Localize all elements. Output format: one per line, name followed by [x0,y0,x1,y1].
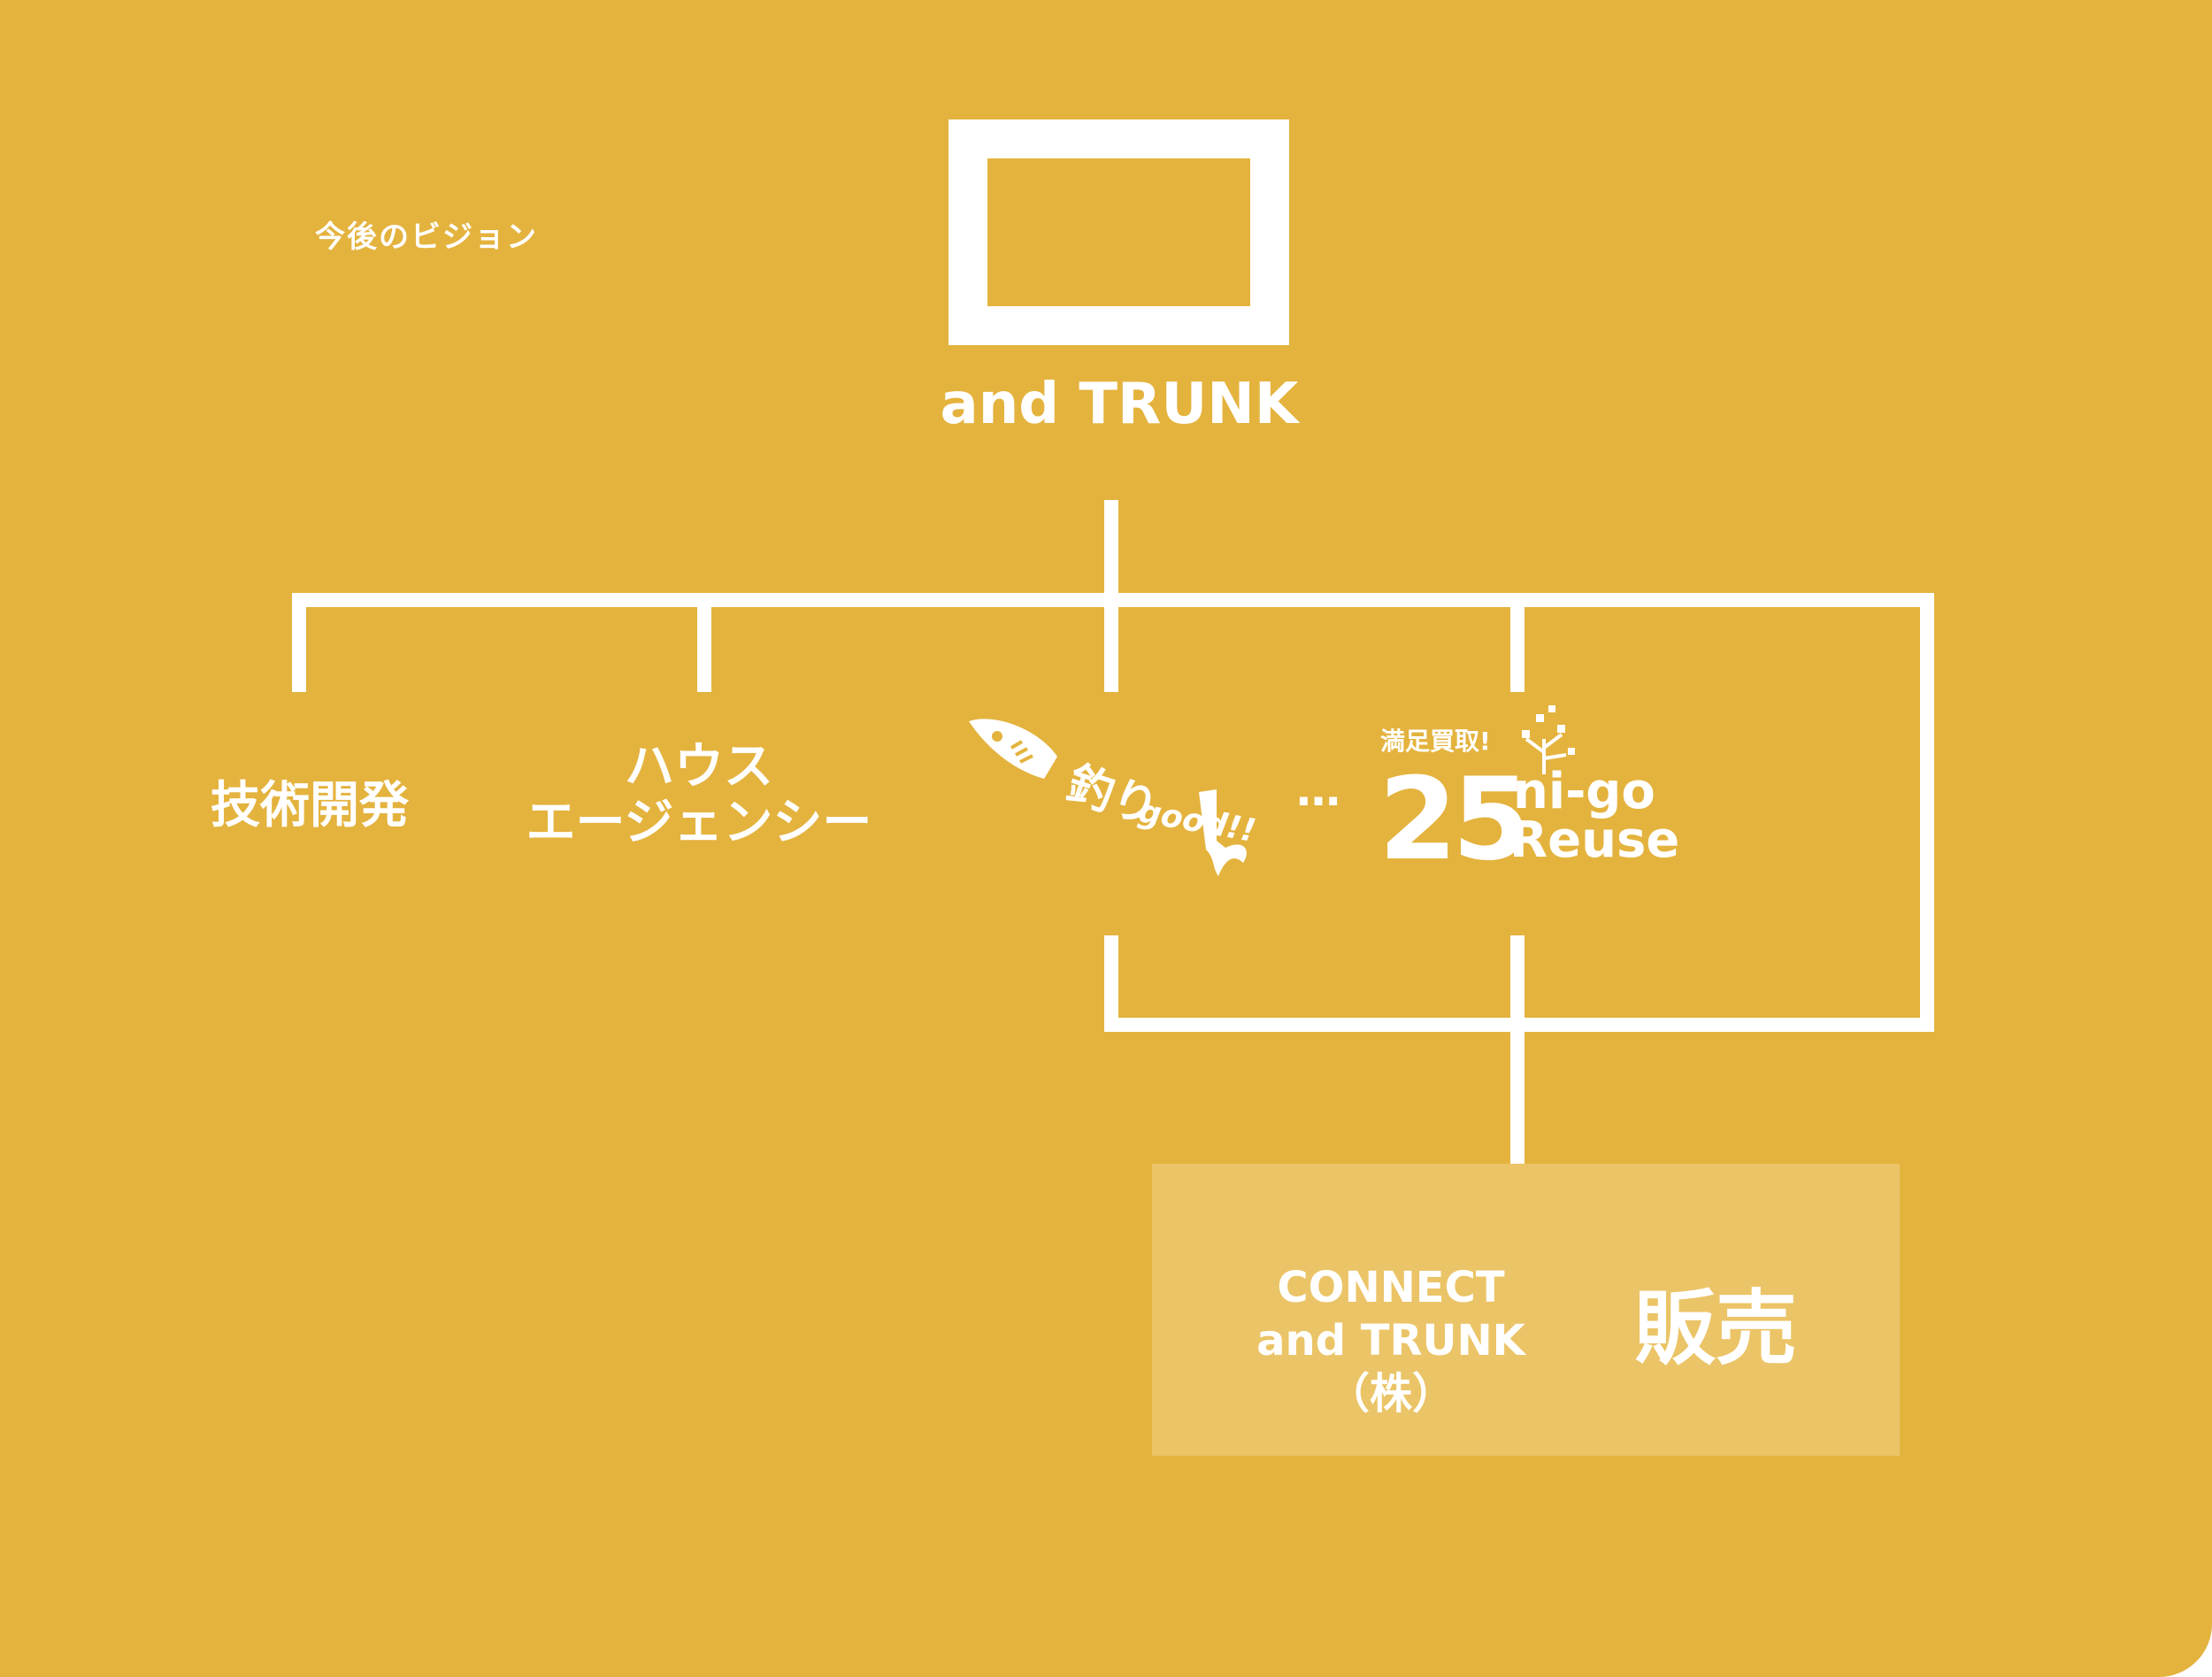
house-agency-label: ハウス エージェンシー [495,738,902,851]
fish-head-icon [969,719,1057,779]
rise-tsuri [1104,935,1118,1032]
nigo-number: 25 [1380,754,1525,881]
trunk-connector [1104,500,1118,597]
subsidiary-role: 販売 [1634,1281,1798,1376]
tech-development-label: 技術開発 [211,777,409,835]
subsidiary-name-line2: and TRUNK（株） [1256,1316,1525,1419]
subsidiary-box: CONNECT and TRUNK（株） 販売 [1152,1164,1900,1456]
tsuri-good-en: good!! [1135,793,1258,850]
right-edge-line [1920,593,1934,1032]
nigo-tagline: 満足買取! [1380,727,1491,756]
nigo-top-word: ni-go [1513,763,1655,820]
and-trunk-logo-mark [949,119,1289,345]
drop-tech [292,593,306,692]
drop-house [697,593,711,692]
subsidiary-name: CONNECT and TRUNK（株） [1205,1261,1577,1420]
fish-tail-icon [1199,789,1247,876]
tsuri-good-logo: 釣り good!! [969,719,1258,876]
house-agency-line2: エージェンシー [526,793,872,851]
rise-nigo [1510,935,1525,1032]
house-agency-line1: ハウス [625,738,773,796]
more-ellipsis: … [1296,765,1340,816]
subsidiary-name-line1: CONNECT [1277,1263,1505,1312]
company-name: and TRUNK [940,372,1299,437]
nigo-reuse-logo: 満足買取! 25 ni-go Reuse [1380,705,1679,881]
drop-tsuri [1104,593,1118,692]
drop-nigo [1510,593,1525,692]
tree-icon [1522,705,1575,774]
vision-title: 今後のビジョン [315,219,538,255]
drop-subsidiary [1510,1018,1525,1164]
nigo-bottom-word: Reuse [1509,812,1679,869]
